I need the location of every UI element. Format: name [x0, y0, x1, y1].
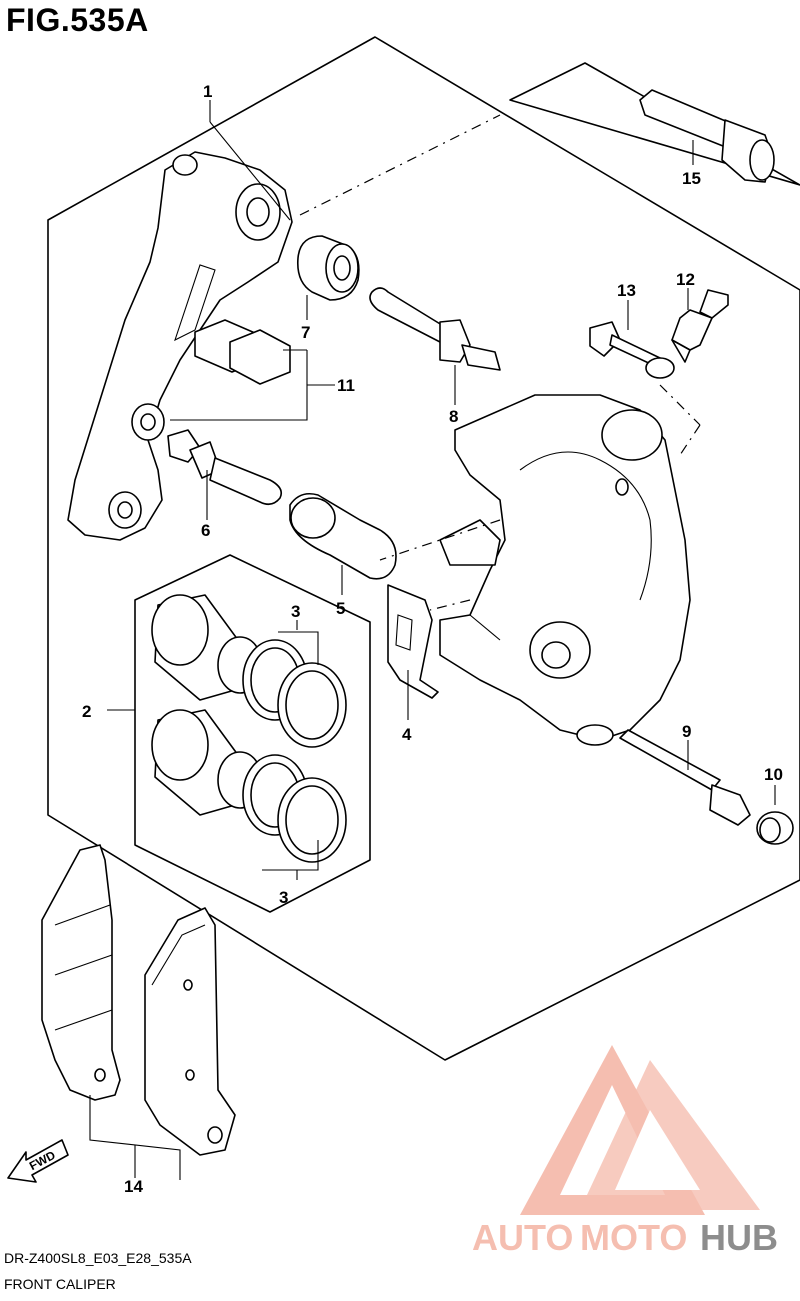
callout-14: 14 — [124, 1177, 143, 1196]
callout-3-lower: 3 — [279, 888, 288, 907]
callout-12: 12 — [676, 270, 695, 289]
callout-8: 8 — [449, 407, 458, 426]
slide-pin-6 — [167, 429, 283, 506]
callout-11: 11 — [337, 376, 355, 395]
brake-pad-right — [144, 907, 236, 1156]
caliper-body — [439, 394, 691, 746]
piston-group-box — [134, 554, 371, 913]
pad-pin-9 — [619, 729, 751, 826]
callout-2: 2 — [82, 702, 91, 721]
callout-15: 15 — [682, 169, 701, 188]
figure-title: FIG.535A — [6, 2, 149, 38]
watermark-logo: AUTO MOTO HUB — [472, 1045, 778, 1258]
dashed-link-13 — [659, 384, 701, 426]
brake-pad-left — [41, 844, 121, 1101]
watermark-text-hub: HUB — [700, 1217, 778, 1258]
callout-5: 5 — [336, 599, 345, 618]
diagram-name: FRONT CALIPER — [4, 1276, 116, 1292]
callout-1: 1 — [203, 82, 212, 101]
callout-7: 7 — [301, 323, 310, 342]
dashed-link-15 — [299, 114, 501, 216]
callout-4: 4 — [402, 725, 412, 744]
seal-lower-2 — [277, 777, 347, 863]
assembly-outline — [47, 36, 800, 1061]
callout-6: 6 — [201, 521, 210, 540]
boot-7 — [296, 235, 360, 301]
callout-9: 9 — [682, 722, 691, 741]
bleeder-valve-12 — [671, 289, 729, 363]
bolt-15 — [639, 89, 775, 183]
callout-10: 10 — [764, 765, 783, 784]
watermark-text-moto: MOTO — [580, 1217, 687, 1258]
dashed-link-4 — [429, 599, 471, 611]
dashed-link-12 — [679, 424, 701, 456]
bleeder-cap-13 — [589, 321, 675, 379]
seal-upper-2 — [277, 662, 347, 748]
dashed-link-5 — [379, 519, 501, 561]
piston-upper — [151, 594, 263, 701]
slide-pin-8 — [369, 287, 501, 371]
pad-clip-4 — [387, 584, 439, 699]
callout-13: 13 — [617, 281, 636, 300]
caliper-bracket — [67, 151, 293, 541]
plug-10 — [756, 811, 794, 845]
boot-5 — [289, 492, 397, 580]
pad-spring-11 — [194, 319, 291, 385]
fwd-arrow-icon: FWD — [7, 1139, 69, 1183]
diagram-code: DR-Z400SL8_E03_E28_535A — [4, 1250, 192, 1266]
callout-3-upper: 3 — [291, 602, 300, 621]
leader-lines — [89, 100, 776, 1180]
watermark-text-auto: AUTO — [472, 1217, 573, 1258]
